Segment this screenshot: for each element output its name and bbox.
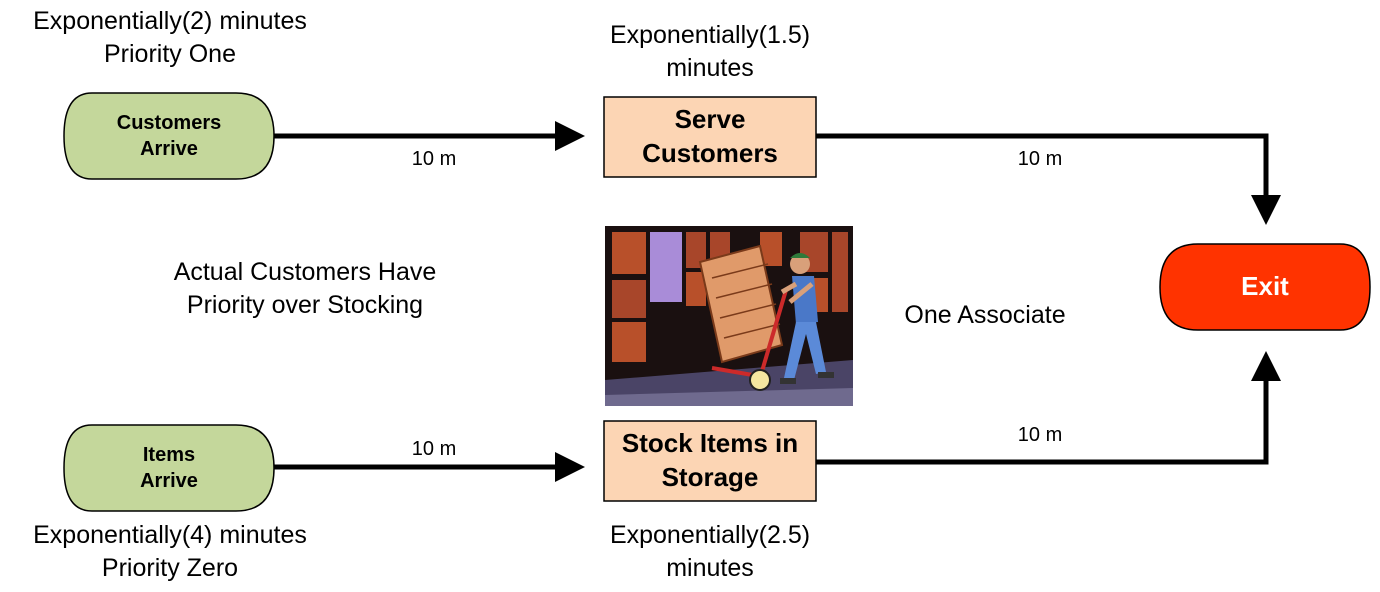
- stock-time-distribution: Exponentially(2.5): [609, 521, 811, 549]
- serve-customers-line1: Serve: [674, 104, 746, 135]
- priority-note-line2: Priority over Stocking: [186, 290, 424, 319]
- connector-stock-to-exit: [816, 351, 1281, 465]
- items-arrive-label[interactable]: Items Arrive: [64, 425, 274, 511]
- connector-serve-to-exit: [816, 133, 1281, 225]
- serve-time-unit: minutes: [666, 53, 754, 82]
- priority-note: Actual Customers Have Priority over Stoc…: [120, 256, 490, 321]
- customers-arrive-label[interactable]: Customers Arrive: [64, 93, 274, 179]
- serve-customers-label[interactable]: Serve Customers: [604, 97, 816, 177]
- edge-label-serve-to-exit: 10 m: [1017, 148, 1063, 170]
- items-arrival-distribution: Exponentially(4) minutes: [33, 521, 307, 549]
- items-arrival-annotation: Exponentially(4) minutes Priority Zero: [0, 519, 340, 584]
- edge-label-items-to-stock: 10 m: [411, 438, 457, 460]
- items-arrive-line1: Items: [142, 444, 196, 466]
- exit-shape[interactable]: [1159, 243, 1371, 331]
- serve-customers-box[interactable]: [603, 96, 817, 178]
- items-arrive-line2: Arrive: [140, 470, 198, 492]
- warehouse-worker-illustration: [605, 226, 853, 406]
- serve-customers-line2: Customers: [642, 138, 778, 168]
- edge-label-customers-to-serve: 10 m: [411, 148, 457, 170]
- stock-items-label[interactable]: Stock Items in Storage: [604, 421, 816, 501]
- stock-items-line1: Stock Items in: [621, 428, 799, 459]
- serve-time-distribution: Exponentially(1.5): [609, 21, 811, 49]
- stock-time-unit: minutes: [666, 553, 754, 582]
- resource-note: One Associate: [904, 301, 1066, 329]
- serve-time-annotation: Exponentially(1.5) minutes: [560, 19, 860, 84]
- items-arrive-shape[interactable]: [63, 424, 275, 512]
- exit-label[interactable]: Exit: [1241, 271, 1289, 302]
- edge-label-stock-to-exit: 10 m: [1017, 424, 1063, 446]
- customers-arrival-priority: Priority One: [104, 39, 236, 68]
- customers-arrive-line2: Arrive: [140, 138, 198, 160]
- priority-note-line1: Actual Customers Have: [173, 258, 437, 286]
- customers-arrival-annotation: Exponentially(2) minutes Priority One: [0, 5, 340, 70]
- customers-arrive-shape[interactable]: [63, 92, 275, 180]
- stock-items-line2: Storage: [661, 462, 759, 492]
- customers-arrive-line1: Customers: [116, 112, 222, 134]
- stock-items-box[interactable]: [603, 420, 817, 502]
- stock-time-annotation: Exponentially(2.5) minutes: [560, 519, 860, 584]
- customers-arrival-distribution: Exponentially(2) minutes: [33, 7, 307, 35]
- items-arrival-priority: Priority Zero: [101, 553, 239, 582]
